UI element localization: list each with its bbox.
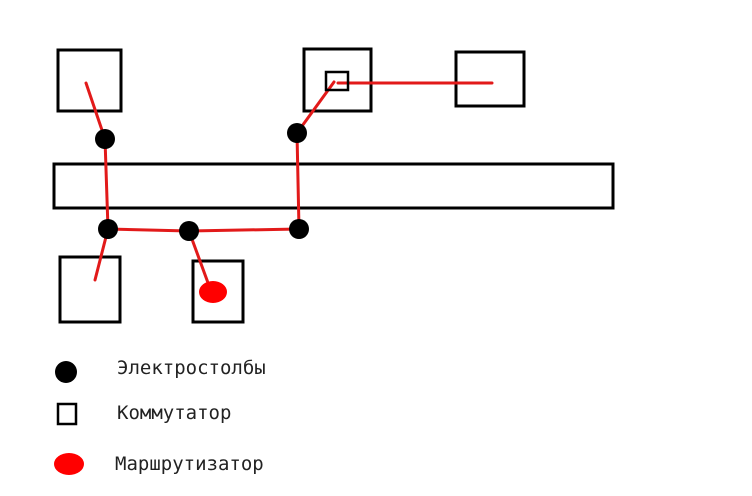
- switch-icon: [324, 70, 350, 92]
- router-icon: [199, 281, 227, 303]
- pole-icon: [287, 123, 307, 143]
- building-top-right: [454, 50, 526, 108]
- legend-pole-label: Электростолбы: [117, 357, 266, 379]
- building-bottom-middle: [191, 259, 245, 324]
- cable-segment: [103, 137, 110, 231]
- legend-switch-label: Коммутатор: [117, 402, 231, 424]
- cable-segment: [187, 229, 213, 293]
- pole-icon: [98, 219, 118, 239]
- cable-segment: [295, 131, 301, 231]
- pole-icon: [95, 129, 115, 149]
- legend-router-icon: [54, 453, 84, 475]
- legend-pole-icon: [55, 361, 77, 383]
- pole-icon: [289, 219, 309, 239]
- road: [52, 162, 615, 210]
- building-top-middle: [302, 47, 373, 113]
- legend: Электростолбы Коммутатор Маршрутизатор: [54, 357, 266, 475]
- cable-lines: [84, 80, 494, 293]
- legend-switch-icon: [56, 402, 78, 426]
- cable-segment: [106, 227, 191, 233]
- pole-icon: [179, 221, 199, 241]
- legend-router-label: Маршрутизатор: [115, 453, 264, 475]
- cable-segment: [187, 227, 301, 233]
- building-bottom-left: [58, 255, 122, 324]
- building-top-left: [56, 48, 123, 113]
